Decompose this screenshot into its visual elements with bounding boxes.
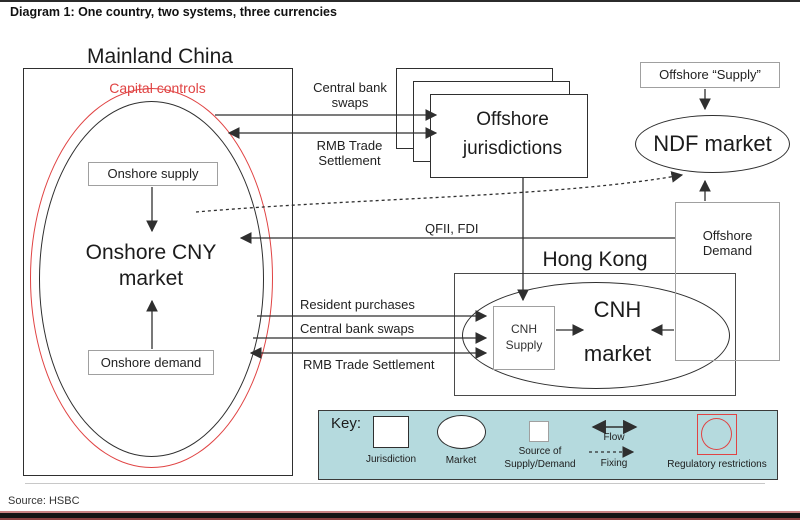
cnh-supply-box bbox=[493, 306, 555, 370]
key-fixing-label: Fixing bbox=[600, 458, 628, 469]
central-bank-swaps-top-label: Central bank swaps bbox=[313, 80, 387, 111]
onshore-supply-box bbox=[88, 162, 218, 186]
key-flow-label: Flow bbox=[603, 432, 625, 443]
onshore-demand-label: Onshore demand bbox=[100, 354, 202, 370]
offshore-jurisdictions-label: Offshore jurisdictions bbox=[462, 109, 563, 160]
bottom-rule bbox=[0, 511, 800, 520]
onshore-cny-market-ellipse bbox=[39, 101, 264, 457]
key-regulatory-label: Regulatory restrictions bbox=[667, 459, 767, 470]
hong-kong-box bbox=[454, 273, 736, 396]
cnh-supply-label: CNH Supply bbox=[505, 322, 543, 352]
key-market-icon bbox=[437, 415, 486, 449]
rmb-trade-settlement-top-label: RMB Trade Settlement bbox=[316, 138, 383, 169]
key-regulatory-square-icon bbox=[697, 414, 737, 455]
footer-divider bbox=[25, 483, 765, 484]
resident-purchases-label: Resident purchases bbox=[300, 297, 415, 312]
onshore-demand-box bbox=[88, 350, 214, 375]
key-regulatory-circle-icon bbox=[701, 418, 732, 450]
hong-kong-title: Hong Kong bbox=[542, 248, 648, 271]
top-rule bbox=[0, 0, 800, 2]
page-title: Diagram 1: One country, two systems, thr… bbox=[10, 5, 337, 19]
key-market-label: Market bbox=[445, 455, 477, 466]
offshore-supply-box bbox=[640, 62, 780, 88]
offshore-jurisdiction-box-front bbox=[430, 94, 588, 178]
key-source-icon bbox=[529, 421, 549, 442]
mainland-china-title: Mainland China bbox=[87, 45, 233, 68]
onshore-cny-market-label: Onshore CNY market bbox=[85, 241, 217, 291]
cnh-market-ellipse bbox=[462, 282, 730, 389]
onshore-supply-label: Onshore supply bbox=[107, 166, 199, 182]
offshore-supply-label: Offshore “Supply” bbox=[659, 67, 761, 83]
capital-controls-ellipse bbox=[30, 88, 273, 468]
key-title: Key: bbox=[331, 415, 362, 432]
ndf-market-label: NDF market bbox=[653, 131, 772, 156]
capital-controls-label: Capital controls bbox=[109, 80, 206, 96]
cnh-market-label: CNH market bbox=[583, 297, 652, 366]
key-source-label: Source of Supply/Demand bbox=[504, 446, 576, 470]
rmb-trade-settlement-bottom-label: RMB Trade Settlement bbox=[303, 357, 435, 372]
ndf-market-ellipse bbox=[635, 115, 790, 173]
mainland-china-box bbox=[23, 68, 293, 476]
fixing-dashed-line-onshore-to-ndf bbox=[195, 171, 684, 213]
key-jurisdiction-icon bbox=[373, 416, 409, 448]
key-jurisdiction-label: Jurisdiction bbox=[365, 454, 417, 465]
source-attribution: Source: HSBC bbox=[8, 495, 80, 507]
offshore-demand-label: Offshore Demand bbox=[702, 228, 753, 259]
qfii-fdi-label: QFII, FDI bbox=[425, 221, 479, 236]
central-bank-swaps-bottom-label: Central bank swaps bbox=[300, 321, 415, 336]
offshore-demand-box bbox=[675, 202, 780, 361]
